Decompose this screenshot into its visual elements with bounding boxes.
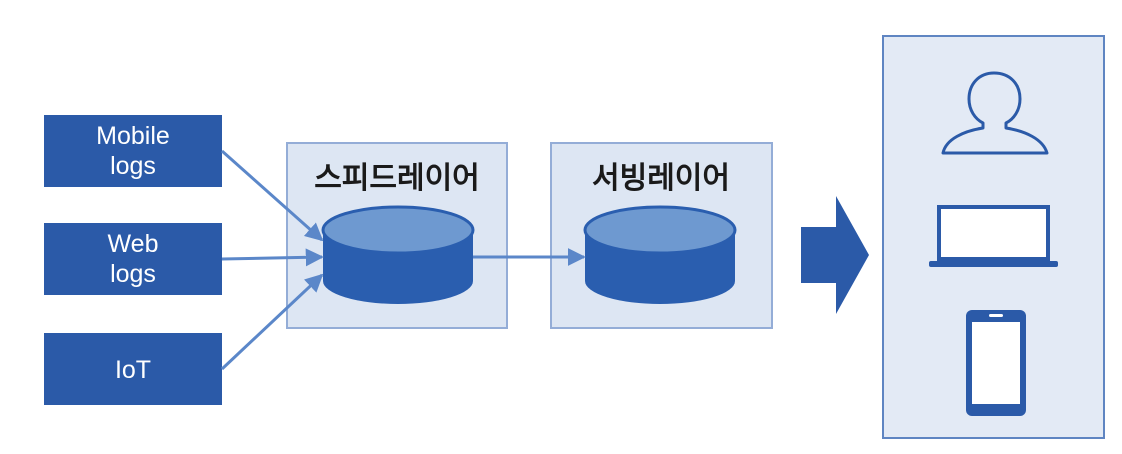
user-icon: [941, 71, 1049, 155]
serving-layer-title: 서빙레이어: [592, 161, 730, 196]
connectors: [220, 149, 586, 371]
serving-layer-database-icon: [583, 205, 737, 304]
source-iot: IoT: [44, 333, 222, 405]
laptop-icon: [929, 205, 1058, 267]
arrow-web-to-speed: [221, 248, 324, 267]
source-web-label-line1: Web: [108, 230, 159, 258]
arrow-iot-to-speed: [220, 273, 324, 371]
speed-layer-database-icon: [321, 205, 475, 304]
source-mobile-label-line2: logs: [110, 152, 156, 180]
tablet-icon: [966, 310, 1026, 416]
consumer-panel: [882, 35, 1105, 439]
speed-layer: 스피드레이어: [286, 142, 508, 329]
big-right-arrow-icon: [801, 196, 869, 314]
source-web-logs: Web logs: [44, 223, 222, 295]
source-mobile-label-line1: Mobile: [96, 122, 170, 150]
speed-layer-title: 스피드레이어: [314, 161, 480, 196]
arrow-mobile-to-speed: [221, 149, 324, 242]
source-iot-label: IoT: [115, 356, 151, 384]
serving-layer: 서빙레이어: [550, 142, 773, 329]
source-web-label-line2: logs: [110, 260, 156, 288]
source-mobile-logs: Mobile logs: [44, 115, 222, 187]
